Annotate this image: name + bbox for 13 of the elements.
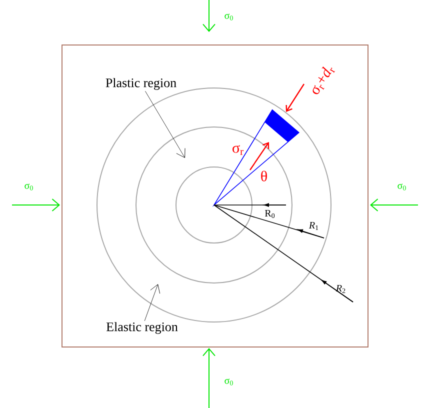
region-label: Elastic region: [106, 322, 178, 334]
force-label: σ$_{0}$: [224, 14, 233, 20]
region-label: Plastic region: [106, 78, 176, 90]
radius-label: R$_{0}$: [264, 210, 275, 218]
radius-label: R$_{1}$: [308, 222, 318, 230]
force-label: σ$_{0}$: [24, 184, 33, 190]
force-label: σ$_{0}$: [224, 378, 233, 386]
force-label: σ$_{0}$: [398, 184, 406, 190]
ring: [136, 126, 292, 284]
leader-line: [144, 284, 160, 322]
radius-label: R$_{2}$: [336, 284, 346, 294]
ring: [176, 166, 252, 244]
leader-line: [145, 90, 186, 158]
